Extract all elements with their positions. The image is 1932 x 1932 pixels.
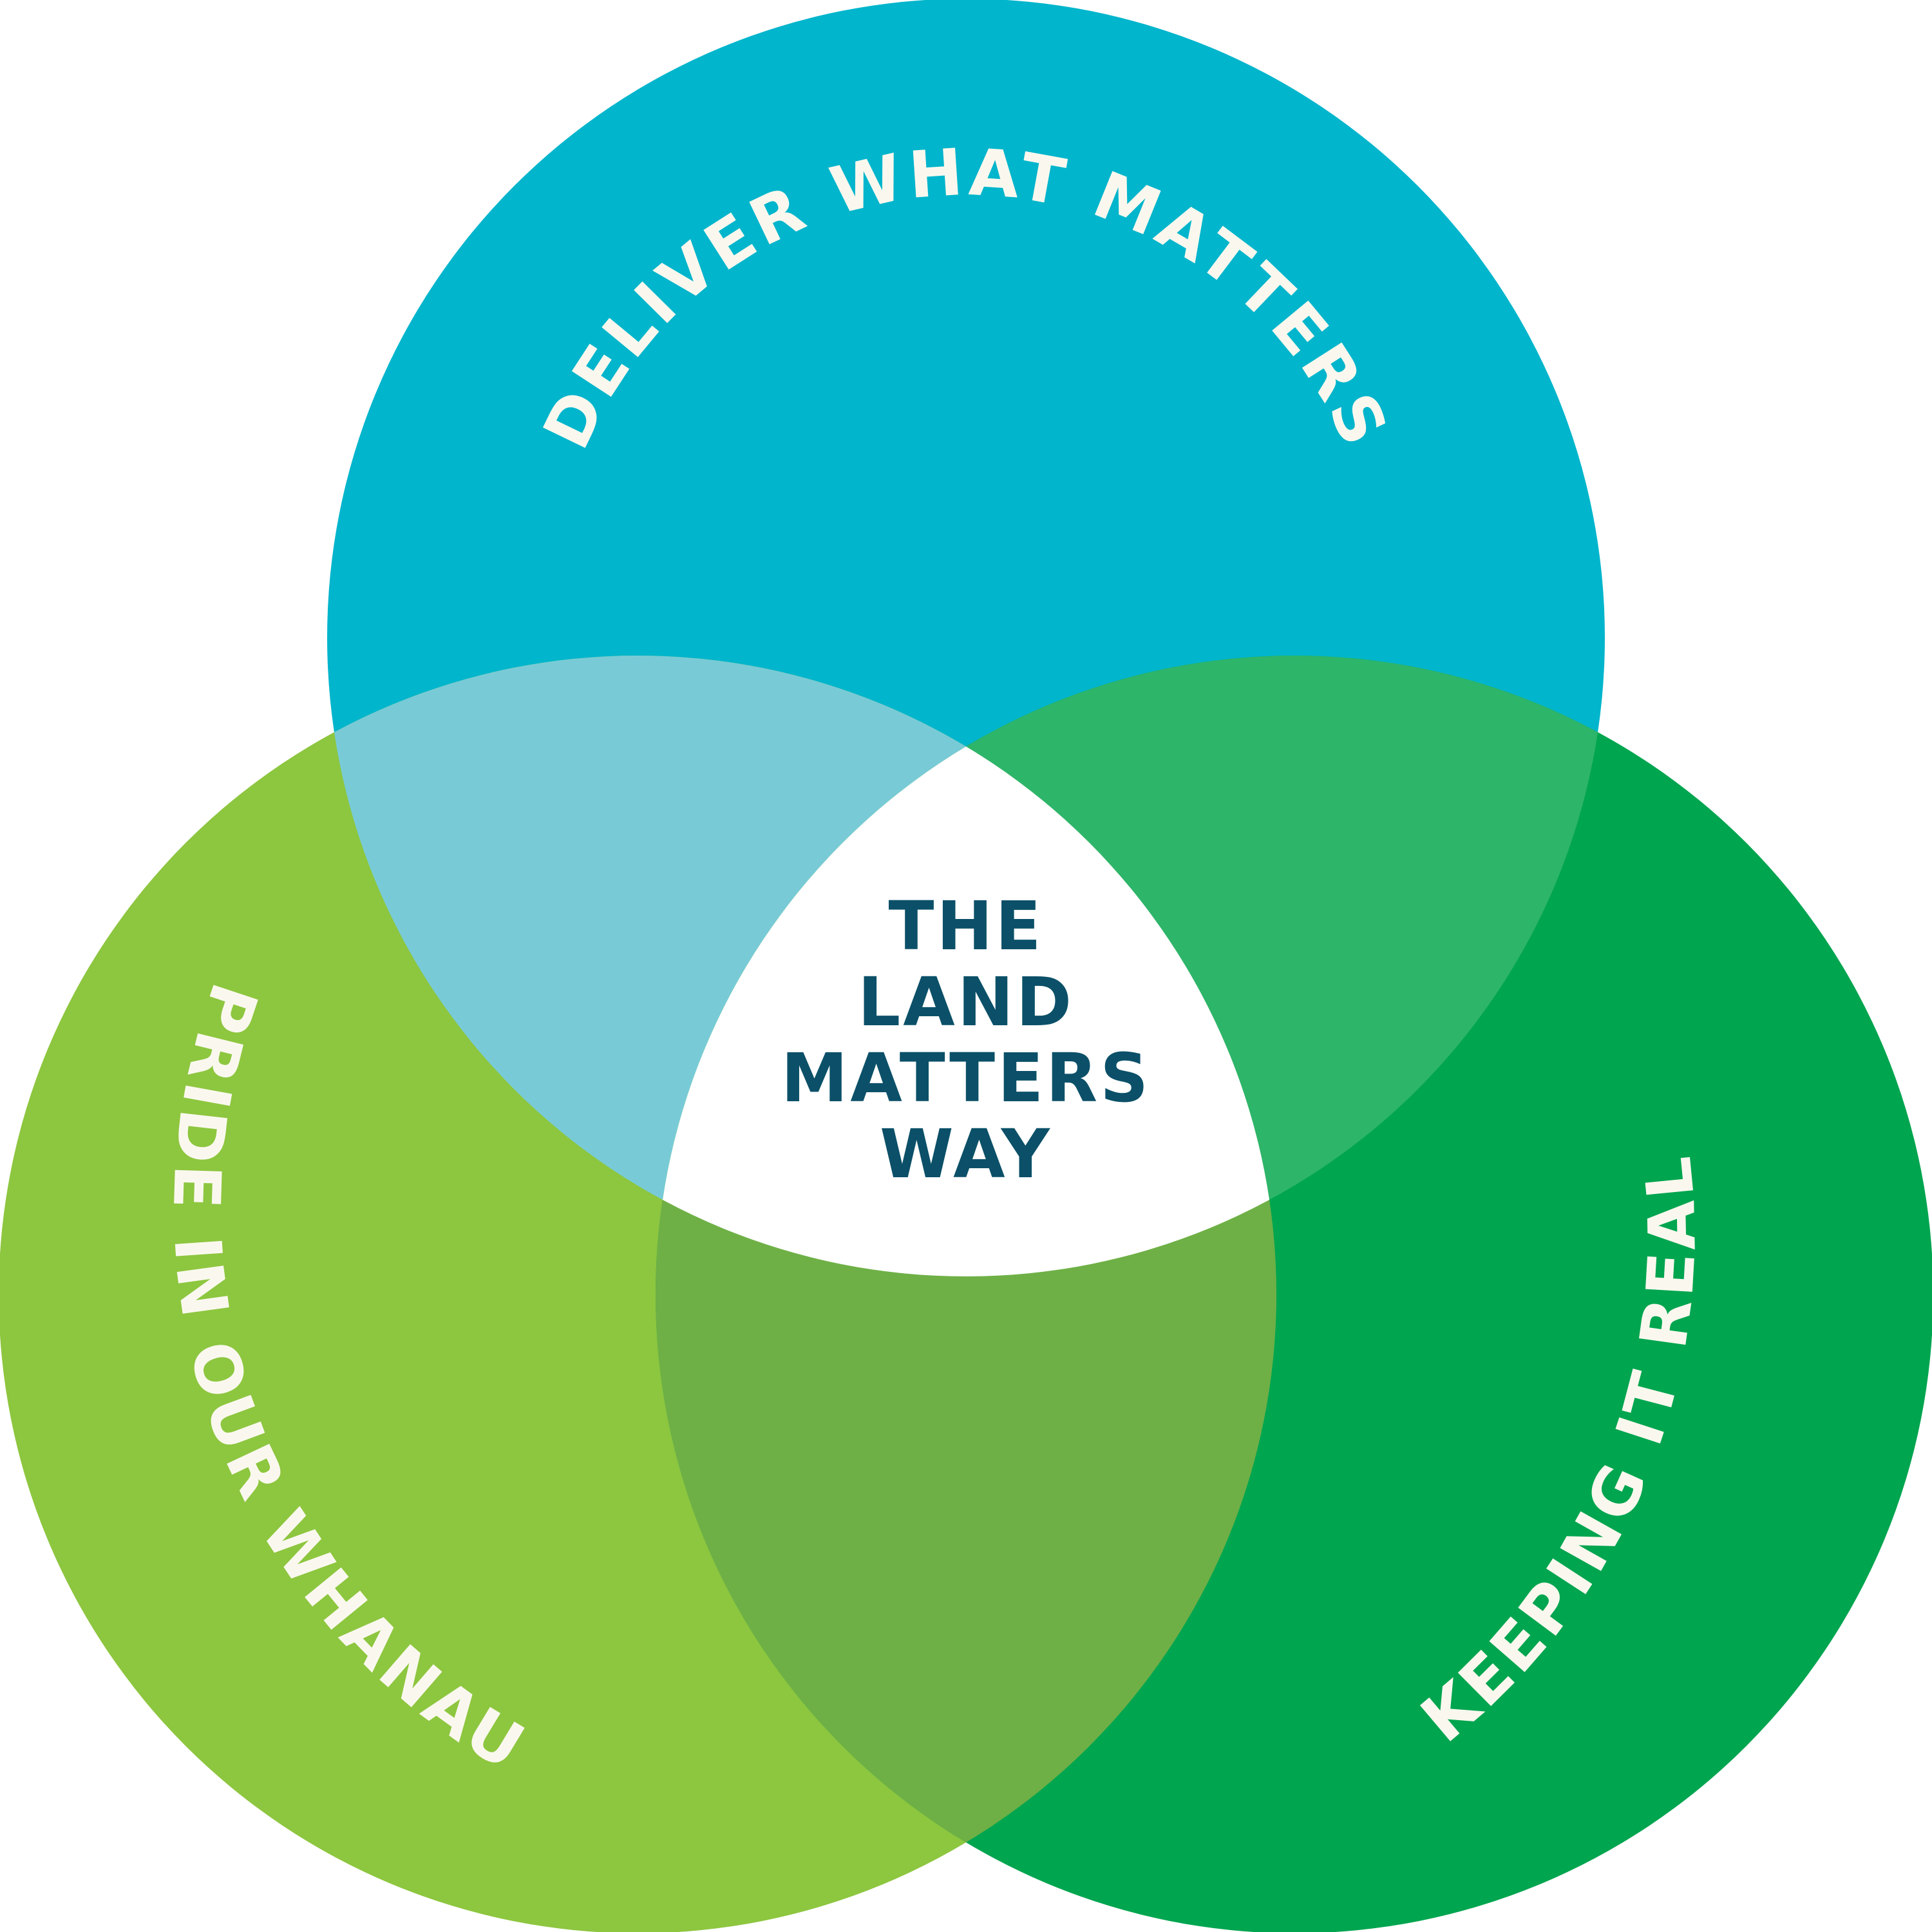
center-title: THE LAND MATTERS WAY [781,887,1151,1193]
center-line-2: LAND [858,963,1074,1041]
center-line-1: THE [888,887,1043,965]
overlap-center [656,656,1276,1276]
center-line-3: MATTERS [781,1039,1151,1117]
center-line-4: WAY [880,1115,1052,1193]
